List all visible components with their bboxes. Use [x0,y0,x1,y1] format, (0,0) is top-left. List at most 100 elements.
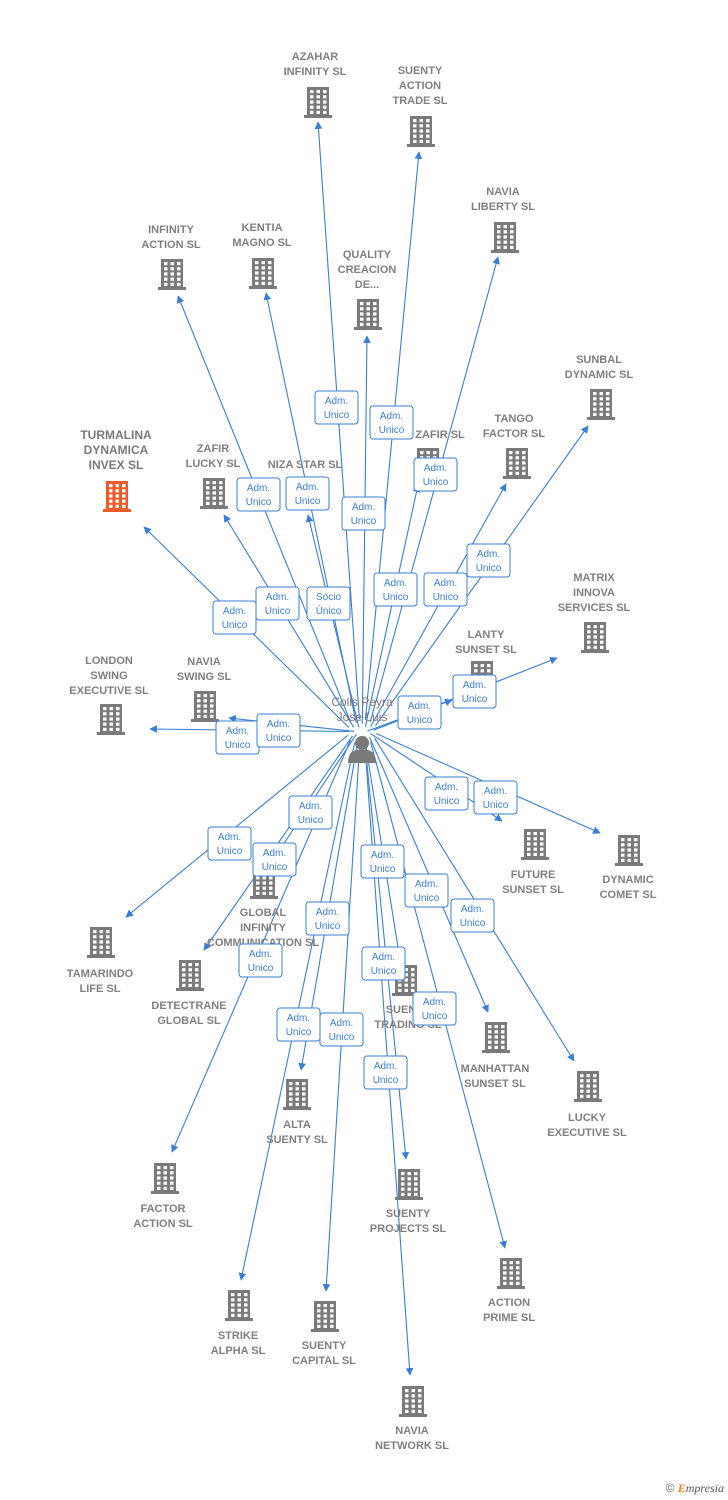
edge-role-label[interactable]: Adm.Unico [423,572,468,607]
edge-role-label[interactable]: Adm.Unico [255,586,300,621]
edge-role-label[interactable]: Adm.Unico [413,457,458,492]
edge-role-label[interactable]: Adm.Unico [452,674,497,709]
company-name: TANGO [495,413,534,425]
building-icon [200,478,228,509]
edge-role-text: Adm. [415,879,438,890]
edge-role-label[interactable]: Adm.Unico [256,713,301,748]
edge-role-text: Unico [266,733,292,744]
edge-role-text: Adm. [223,606,246,617]
company-name: ZAFIR [197,443,229,455]
building-icon [574,1071,602,1102]
edge-role-text: Unico [371,966,397,977]
edge-role-label[interactable]: Adm.Unico [341,496,386,531]
edge-role-label[interactable]: Adm.Unico [466,543,511,578]
company-name: FACTOR SL [483,428,545,440]
edge-role-label[interactable]: Adm.Unico [373,572,418,607]
person-name-line2: Jose Luis [337,710,388,724]
building-icon [503,448,531,479]
building-icon [407,116,435,147]
company-name: NAVIA [486,186,519,198]
edge-role-text: Socio [316,592,341,603]
company-node-tango[interactable]: TANGO FACTOR SL [483,413,545,479]
edge-role-label[interactable]: Adm.Unico [450,898,495,933]
company-name: EXECUTIVE SL [547,1127,627,1139]
edge-role-text: Unico [262,862,288,873]
company-name: SWING [90,670,127,682]
edge-role-label[interactable]: Adm.Unico [215,720,260,755]
edge-role-label[interactable]: Adm.Unico [288,795,333,830]
company-node-lucky-exec[interactable]: LUCKY EXECUTIVE SL [547,1071,627,1139]
edge-role-label[interactable]: Adm.Unico [252,842,297,877]
edge-role-label[interactable]: Adm. Unico [212,600,257,635]
edge-role-label[interactable]: Adm.Unico [319,1012,364,1047]
company-name: SUNBAL [576,354,622,366]
person-node[interactable]: Colls Peyra Jose Luis [331,695,393,763]
company-name: ACTION SL [141,239,201,251]
edge-role-box [255,586,300,621]
edge-role-label[interactable]: Adm.Unico [473,780,518,815]
edge-role-text: Unico [246,497,272,508]
edge-role-label[interactable]: Adm.Unico [285,476,330,511]
edge-role-box [412,991,457,1026]
building-icon [176,960,204,991]
edge-role-text: Unico [298,815,324,826]
edge-role-label[interactable]: Adm.Unico [314,390,359,425]
edge-role-text: Unico [222,620,248,631]
edge-role-label[interactable]: Adm.Unico [360,844,405,879]
building-icon [283,1079,311,1110]
edge-role-label[interactable]: Adm.Unico [238,943,283,978]
edge-role-box [360,844,405,879]
edge-role-label[interactable]: Adm.Unico [369,405,414,440]
edge-role-label[interactable]: Adm.Unico [305,901,350,936]
company-name: CAPITAL SL [292,1355,356,1367]
edge-role-label[interactable]: Adm.Unico [276,1007,321,1042]
building-icon [158,259,186,290]
building-icon [395,1169,423,1200]
footer-brand: © Empresia [666,1481,724,1496]
edge-role-label[interactable]: Adm.Unico [397,695,442,730]
company-name: GLOBAL SL [157,1015,221,1027]
company-node-detectrane[interactable]: DETECTRANE GLOBAL SL [151,960,227,1027]
building-icon [491,222,519,253]
edge-role-label[interactable]: Adm.Unico [207,826,252,861]
edge-role-label[interactable]: Adm.Unico [424,776,469,811]
building-icon [103,481,131,512]
edge-role-label[interactable]: Adm.Unico [404,873,449,908]
edge-role-label[interactable]: Adm.Unico [361,946,406,981]
edge-role-label[interactable]: Adm.Unico [363,1055,408,1090]
company-name: LUCKY [568,1112,607,1124]
company-name: DETECTRANE [151,1000,226,1012]
edge-role-label[interactable]: Adm.Unico [236,477,281,512]
company-name: MANHATTAN [461,1063,530,1075]
edge-role-text: Unico [423,477,449,488]
edge-role-label[interactable]: Adm.Unico [412,991,457,1026]
building-icon [151,1163,179,1194]
company-node-quality[interactable]: QUALITYCREACIONDE... [338,249,397,330]
